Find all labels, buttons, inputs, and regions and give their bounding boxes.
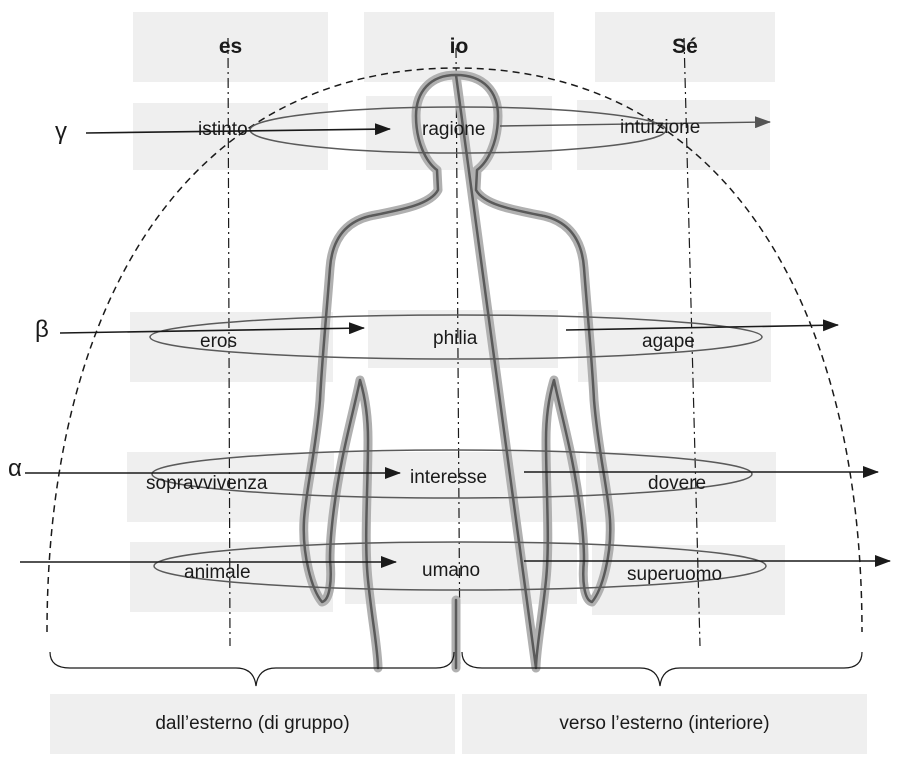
brace-right xyxy=(462,652,862,686)
label-umano: umano xyxy=(422,560,480,582)
label-eros: eros xyxy=(200,331,237,353)
label-philia: philia xyxy=(433,328,477,350)
label-interesse: interesse xyxy=(410,467,487,489)
label-ragione: ragione xyxy=(422,119,485,141)
brace-left xyxy=(50,652,454,686)
marker-alpha: α xyxy=(8,455,22,483)
arrow-beta-out xyxy=(566,325,838,330)
label-intuizione: intuizione xyxy=(620,117,700,139)
label-dovere: dovere xyxy=(648,473,706,495)
label-sopravvivenza: sopravvivenza xyxy=(146,473,267,495)
label-agape: agape xyxy=(642,331,695,353)
label-istinto: istinto xyxy=(198,119,248,141)
label-animale: animale xyxy=(184,562,251,584)
label-superuomo: superuomo xyxy=(627,564,722,586)
marker-gamma: γ xyxy=(55,118,67,146)
marker-beta: β xyxy=(35,316,49,344)
